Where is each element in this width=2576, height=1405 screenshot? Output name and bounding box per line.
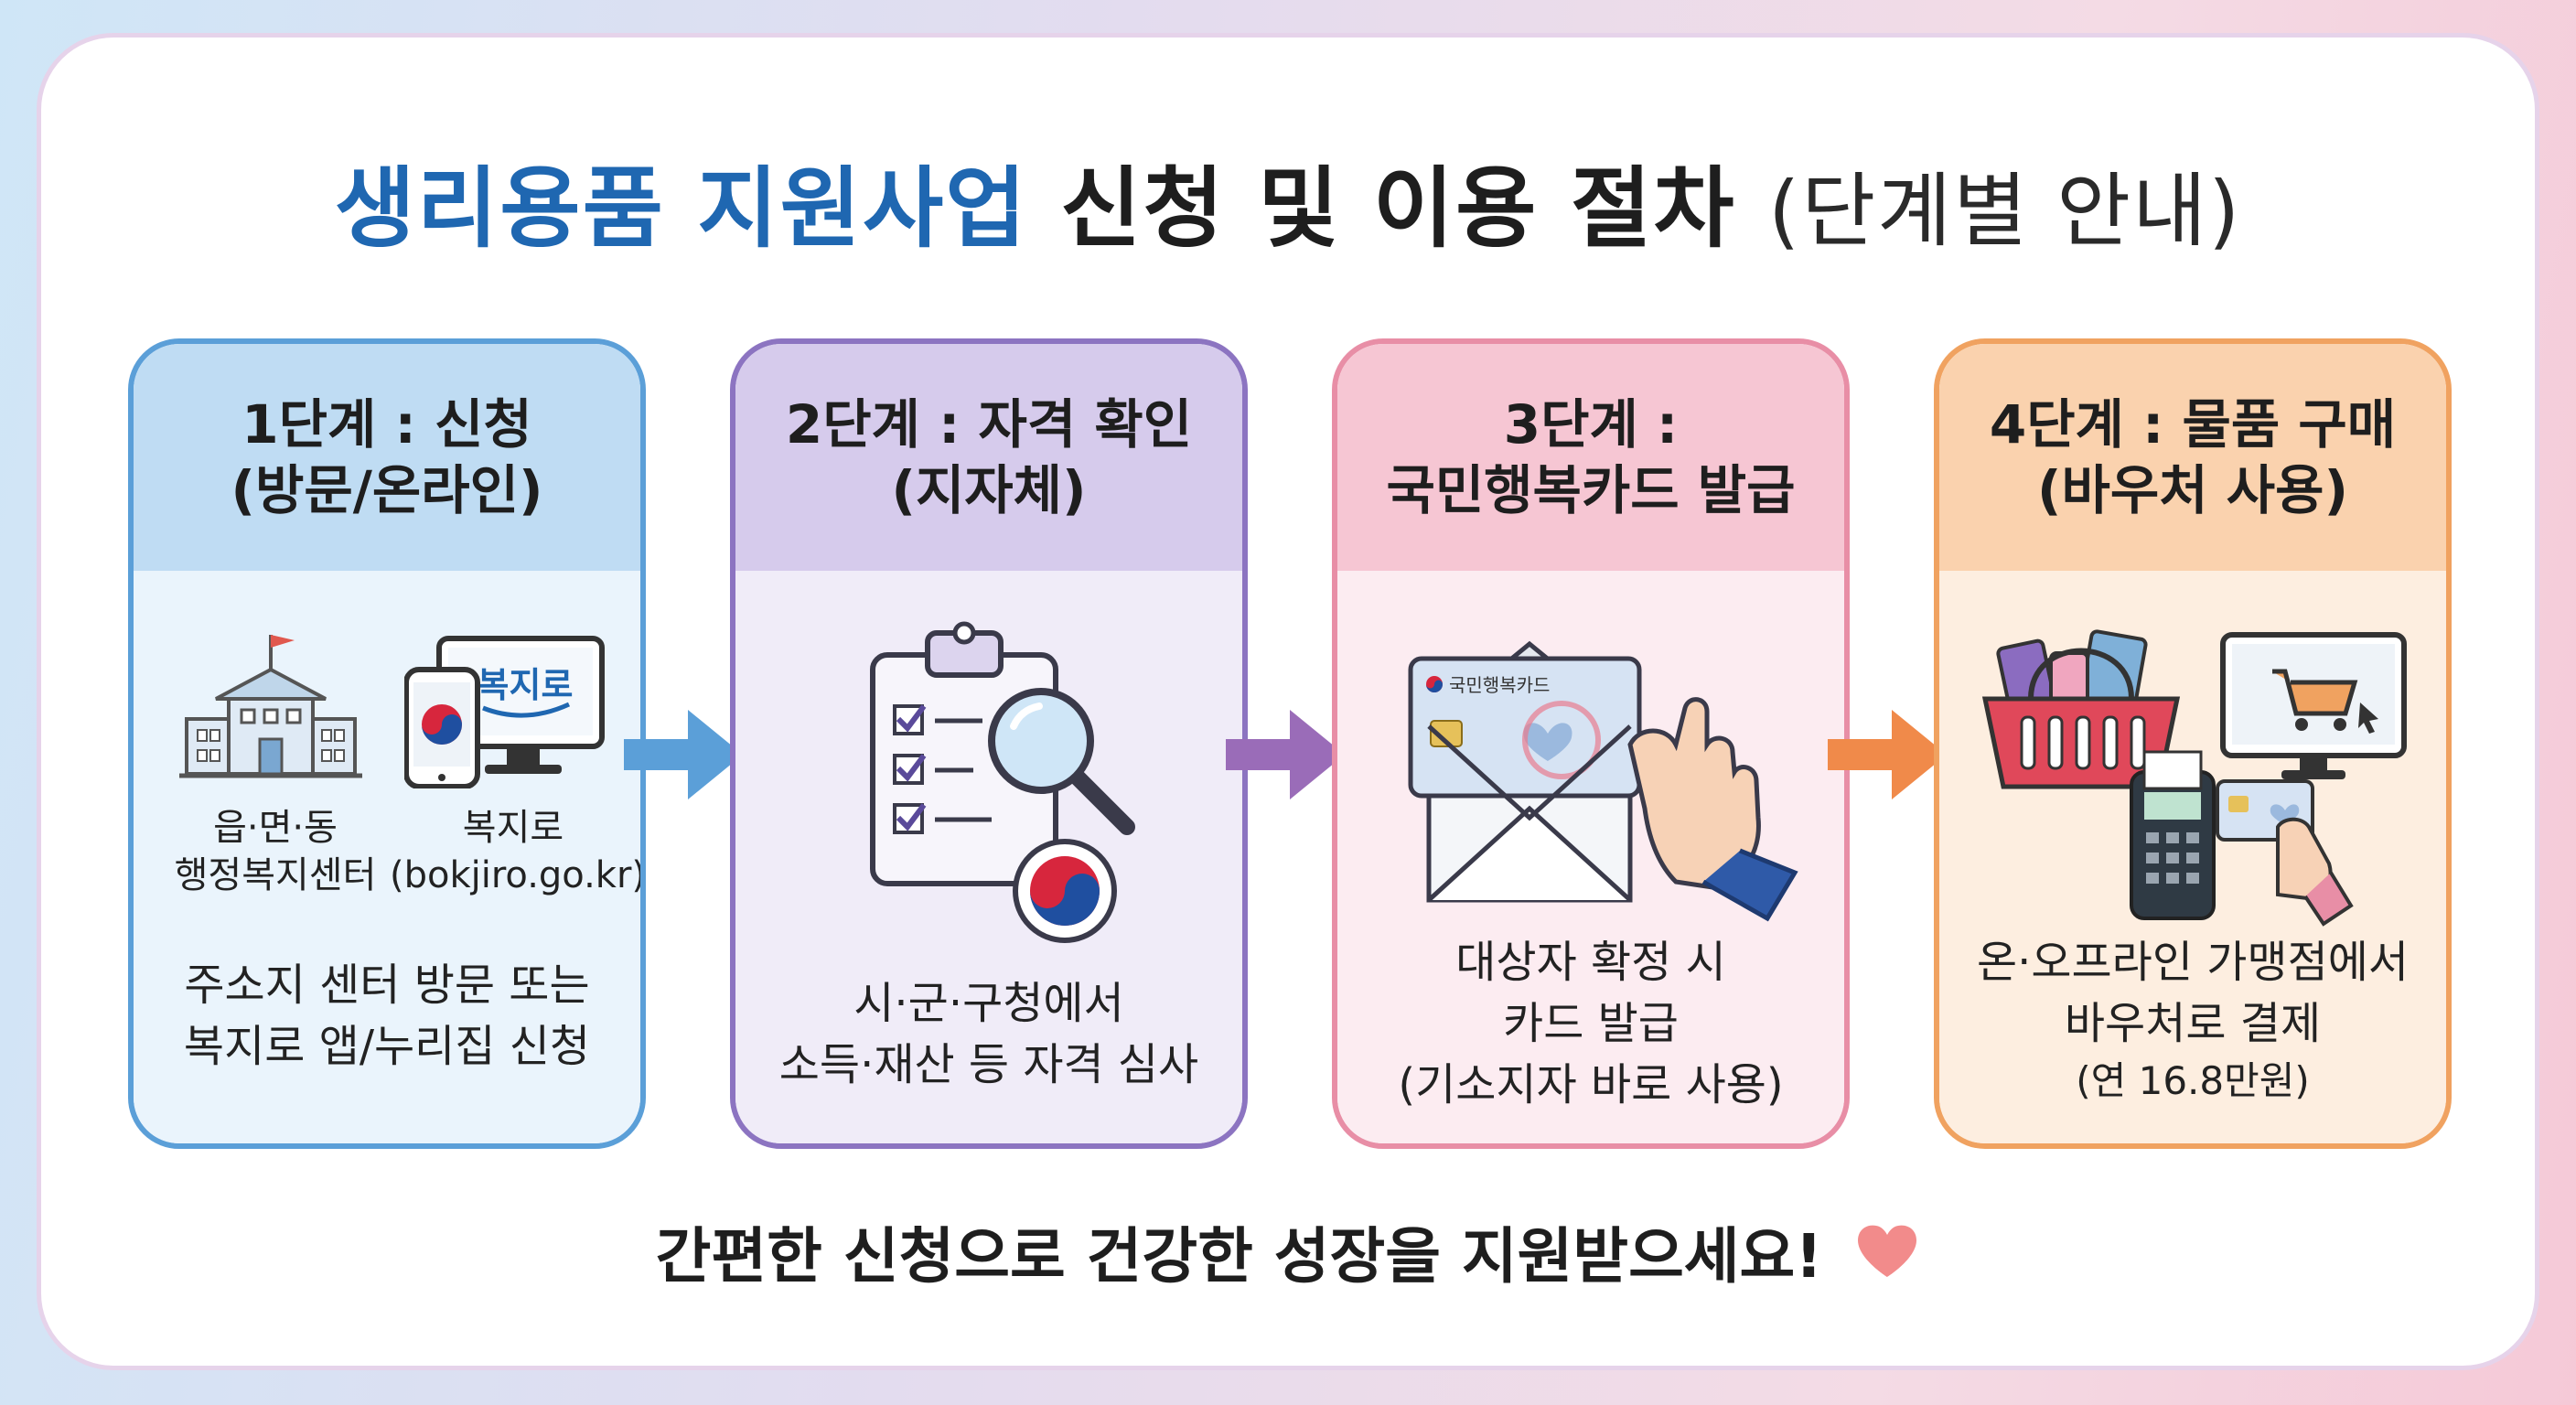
card-terminal-icon [2130, 750, 2354, 927]
envelope-card-icon: 국민행복카드 [1408, 640, 1642, 903]
title-sub: (단계별 안내) [1767, 164, 2242, 258]
step-2-body: 시·군·구청에서 소득·재산 등 자격 심사 [735, 571, 1242, 1143]
online-shopping-monitor-icon [2220, 632, 2407, 779]
happy-card-text: 국민행복카드 [1449, 674, 1550, 696]
step-4-header: 4단계 : 물품 구매 (바우처 사용) [1939, 344, 2446, 571]
step-3-body: 국민행복카드 대상자 확정 시 카드 발급 (기소지자 바로 사용) [1337, 571, 1844, 1143]
step-2-desc-line2: 소득·재산 등 자격 심사 [778, 1039, 1199, 1091]
step-1-subtitle: (방문/온라인) [231, 459, 543, 521]
step-4-description: 온·오프라인 가맹점에서 바우처로 결제 (연 16.8만원) [1939, 932, 2446, 1109]
step-2-desc-line1: 시·군·구청에서 [853, 978, 1124, 1029]
center-label-line2: 행정복지센터 [174, 854, 377, 896]
step-4-desc-line3: (연 16.8만원) [2076, 1058, 2310, 1104]
step-1-title: 1단계 : 신청 [242, 392, 532, 456]
step-2-title: 2단계 : 자격 확인 [785, 392, 1193, 456]
step-4-title: 4단계 : 물품 구매 [1989, 392, 2397, 456]
step-1-card: 1단계 : 신청 (방문/온라인) 복지로 [128, 338, 646, 1149]
arrow-right-icon [624, 710, 743, 799]
step-3-header: 3단계 : 국민행복카드 발급 [1337, 344, 1844, 571]
step-3-desc-line2: 카드 발급 [1503, 998, 1679, 1050]
step-4-desc-line1: 온·오프라인 가맹점에서 [1976, 937, 2410, 988]
step-4-body: 온·오프라인 가맹점에서 바우처로 결제 (연 16.8만원) [1939, 571, 2446, 1143]
step-1-description: 주소지 센터 방문 또는 복지로 앱/누리집 신청 [134, 955, 640, 1078]
bokjiro-label: 복지로 (bokjiro.go.kr) [390, 804, 646, 899]
step-2-header: 2단계 : 자격 확인 (지자체) [735, 344, 1242, 571]
magnifier-icon [988, 688, 1135, 835]
monitor-phone-icon: 복지로 [404, 636, 605, 788]
footer-message: 간편한 신청으로 건강한 성장을 지원받으세요! [0, 1207, 2576, 1295]
step-4-subtitle: (바우처 사용) [2036, 459, 2348, 521]
heart-icon [1858, 1225, 1917, 1277]
title-main: 신청 및 이용 절차 [1060, 157, 1736, 260]
arrow-right-icon [1226, 710, 1345, 799]
step-1-header: 1단계 : 신청 (방문/온라인) [134, 344, 640, 571]
step-3-desc-line3: (기소지자 바로 사용) [1398, 1059, 1784, 1111]
building-icon [179, 635, 362, 778]
footer-text: 간편한 신청으로 건강한 성장을 지원받으세요! [655, 1221, 1823, 1292]
hand-icon [1627, 697, 1798, 922]
step-3-description: 대상자 확정 시 카드 발급 (기소지자 바로 사용) [1337, 932, 1844, 1117]
step-3-desc-line1: 대상자 확정 시 [1455, 937, 1726, 988]
center-label: 읍·면·동 행정복지센터 [152, 804, 399, 899]
step-4-desc-line2: 바우처로 결제 [2064, 998, 2322, 1050]
shopping-basket-icon [1981, 629, 2181, 789]
arrow-right-icon [1828, 710, 1947, 799]
step-2-card: 2단계 : 자격 확인 (지자체) 시·군·구 [730, 338, 1248, 1149]
step-3-title: 3단계 : [1503, 392, 1679, 456]
step-3-subtitle: 국민행복카드 발급 [1386, 459, 1796, 521]
step-4-card: 4단계 : 물품 구매 (바우처 사용) [1934, 338, 2452, 1149]
title-highlight: 생리용품 지원사업 [334, 157, 1028, 260]
step-2-subtitle: (지자체) [891, 459, 1087, 521]
center-label-line1: 읍·면·동 [213, 807, 338, 849]
page-title: 생리용품 지원사업 신청 및 이용 절차 (단계별 안내) [0, 137, 2576, 264]
step-2-description: 시·군·구청에서 소득·재산 등 자격 심사 [735, 973, 1242, 1096]
bokjiro-label-line2: (bokjiro.go.kr) [390, 854, 646, 896]
step-1-desc-line1: 주소지 센터 방문 또는 [184, 960, 590, 1011]
bokjiro-screen-text: 복지로 [478, 665, 574, 705]
bokjiro-label-line1: 복지로 [462, 807, 564, 849]
step-1-body: 복지로 읍·면·동 행정복지센터 복지로 (bokjiro.go.kr) 주소지… [134, 571, 640, 1143]
step-3-card: 3단계 : 국민행복카드 발급 국민행복카드 대상자 확정 시 카드 발급 (기… [1332, 338, 1850, 1149]
step-1-desc-line2: 복지로 앱/누리집 신청 [183, 1021, 591, 1073]
taeguk-emblem-icon [1013, 839, 1117, 943]
